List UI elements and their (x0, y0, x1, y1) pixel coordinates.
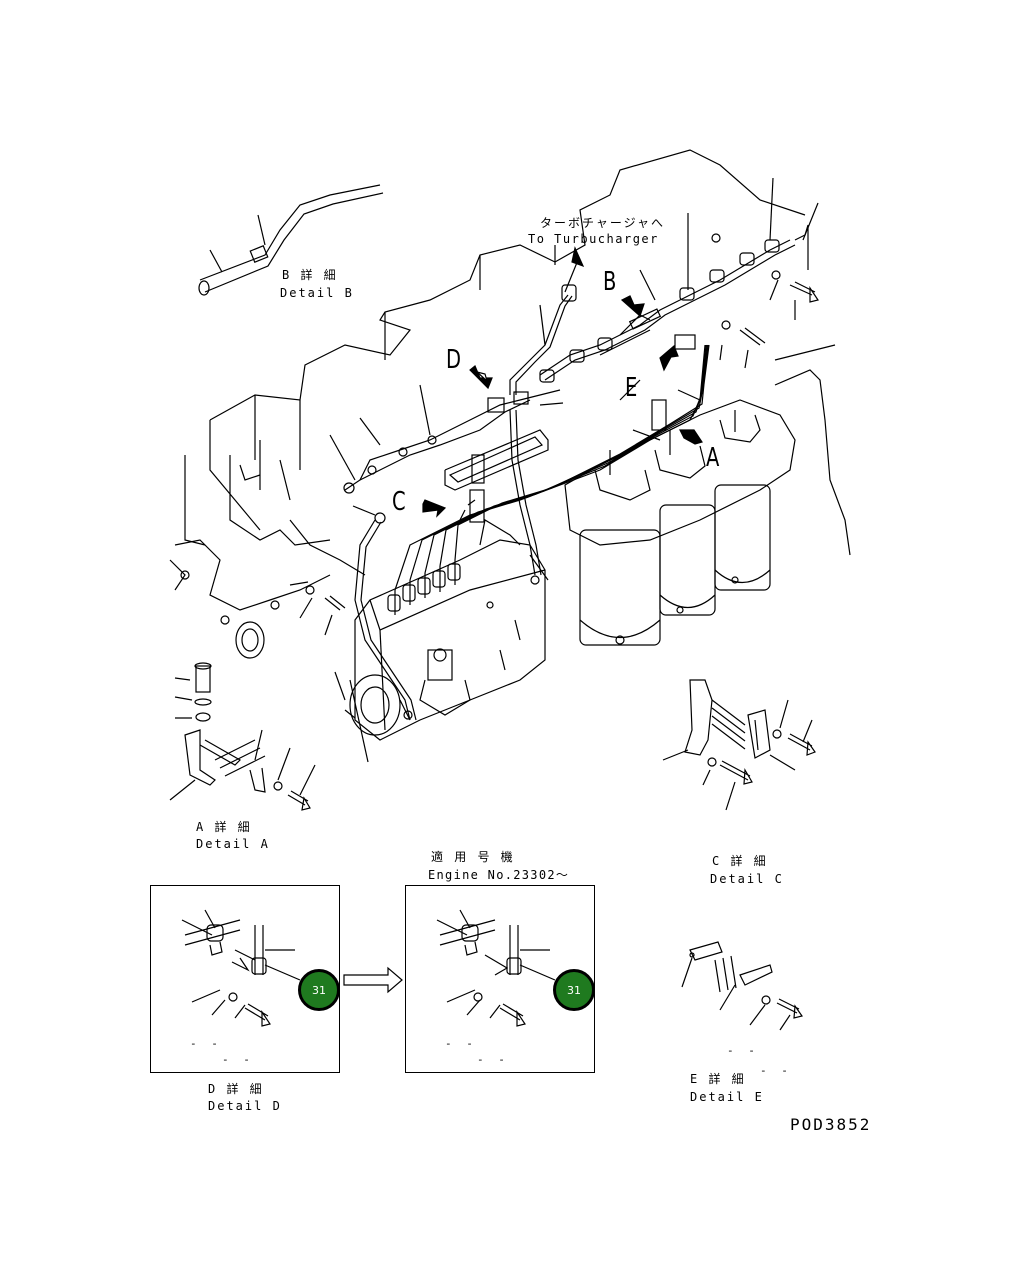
callout-badge-31-right[interactable]: 31 (553, 969, 595, 1011)
detail-c-title-jp: C 詳 細 (712, 854, 768, 868)
filter-housings (564, 399, 796, 646)
dash-mark: - - (727, 1044, 759, 1057)
callout-badge-31-left[interactable]: 31 (298, 969, 340, 1011)
detail-d-panel-before (150, 885, 340, 1073)
detail-d-drawing (181, 909, 301, 1027)
dash-mark: - - (222, 1053, 254, 1066)
detail-a-title-jp: A 詳 細 (196, 820, 252, 834)
applicable-engine-en: Engine No.23302～ (428, 868, 570, 882)
applicable-engine-jp: 適 用 号 機 (431, 850, 515, 864)
view-arrows (343, 246, 703, 994)
injection-pump (344, 519, 546, 741)
view-letter-c: C (392, 487, 406, 517)
detail-e-title-jp: E 詳 細 (690, 1072, 746, 1086)
turbocharger-label-jp: ターボチャージャへ (540, 216, 666, 230)
detail-e-title-en: Detail E (690, 1090, 764, 1104)
leader-lines (289, 177, 836, 763)
detail-c-title-en: Detail C (710, 872, 784, 886)
turbocharger-label-en: To Turbucharger (528, 232, 659, 246)
dash-mark: - - (760, 1064, 792, 1077)
engine-outline (169, 149, 851, 659)
detail-b-title-jp: B 詳 細 (282, 268, 338, 282)
dash-mark: - - (190, 1037, 222, 1050)
detail-d-title-jp: D 詳 細 (208, 1082, 264, 1096)
view-letter-e: E (625, 373, 638, 403)
detail-b-drawing (198, 184, 384, 296)
detail-d-title-en: Detail D (208, 1099, 282, 1113)
detail-d-new-drawing (436, 909, 556, 1027)
detail-c-drawing (662, 679, 816, 811)
detail-d-panel-after (405, 885, 595, 1073)
view-letter-a: A (706, 443, 720, 473)
dash-mark: - - (445, 1037, 477, 1050)
detail-b-title-en: Detail B (280, 286, 354, 300)
detail-a-title-en: Detail A (196, 837, 270, 851)
detail-a-drawing (169, 662, 316, 811)
view-letter-b: B (603, 267, 617, 297)
dash-mark: - - (477, 1053, 509, 1066)
drawing-number: POD3852 (790, 1115, 872, 1134)
detail-e-drawing (681, 941, 803, 1031)
fuel-line-bundle (305, 224, 819, 721)
view-letter-d: D (446, 345, 462, 375)
